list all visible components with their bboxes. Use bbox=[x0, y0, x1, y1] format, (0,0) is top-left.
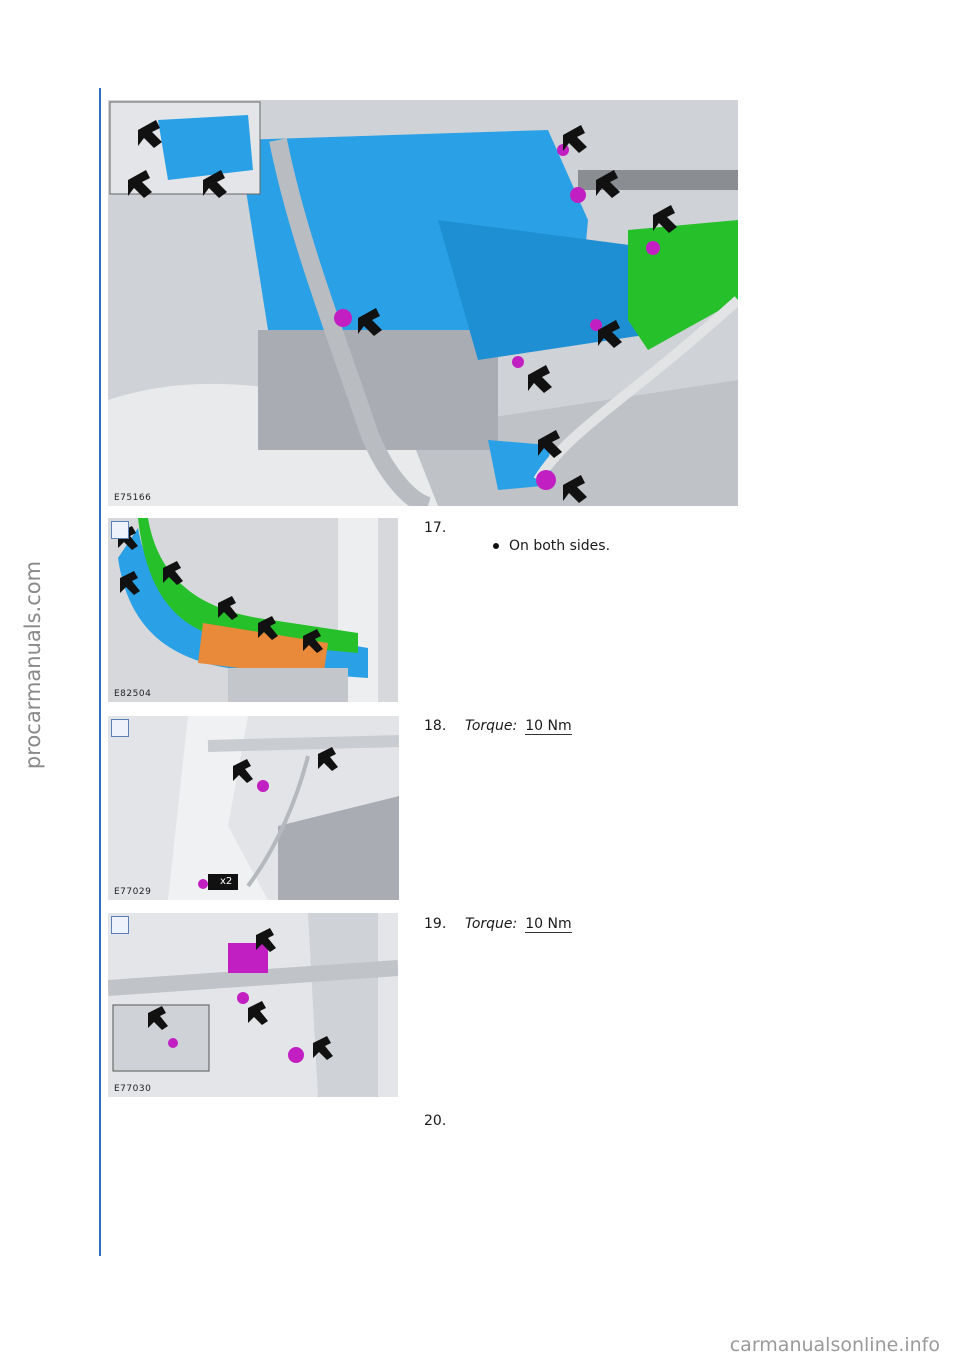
step-18-torque-label: Torque: bbox=[465, 718, 518, 734]
step-19-torque-value[interactable]: 10 Nm bbox=[525, 916, 572, 933]
zoom-icon[interactable] bbox=[111, 719, 129, 737]
bullet-icon bbox=[493, 543, 499, 549]
figure-step-19-illustration bbox=[108, 913, 398, 1097]
step-19-number: 19. bbox=[424, 916, 447, 932]
left-margin-rule bbox=[99, 88, 101, 1256]
figure-step-17-code: E82504 bbox=[114, 689, 152, 699]
callout-x2: x2 bbox=[220, 876, 233, 887]
figure-step-19: E77030 bbox=[108, 913, 398, 1097]
step-19-torque-label: Torque: bbox=[465, 916, 518, 932]
step-17-bullet-text: On both sides. bbox=[509, 538, 611, 554]
zoom-icon[interactable] bbox=[111, 521, 129, 539]
figure-main-code: E75166 bbox=[114, 493, 152, 503]
zoom-icon[interactable] bbox=[111, 916, 129, 934]
figure-main-illustration bbox=[108, 100, 738, 506]
footer-watermark: carmanualsonline.info bbox=[729, 1334, 940, 1356]
figure-step-17: E82504 bbox=[108, 518, 398, 702]
side-watermark: procarmanuals.com bbox=[18, 560, 48, 770]
side-watermark-text: procarmanuals.com bbox=[21, 560, 45, 770]
figure-step-18-code: E77029 bbox=[114, 887, 152, 897]
figure-step-17-illustration bbox=[108, 518, 398, 702]
figure-main: E75166 bbox=[108, 100, 738, 506]
step-18-number: 18. bbox=[424, 718, 447, 734]
step-18-torque: Torque: 10 Nm bbox=[465, 718, 572, 735]
step-17-bullet: On both sides. bbox=[493, 538, 610, 554]
step-20-number: 20. bbox=[424, 1113, 447, 1129]
step-19-torque: Torque: 10 Nm bbox=[465, 916, 572, 933]
step-18-torque-value[interactable]: 10 Nm bbox=[525, 718, 572, 735]
step-17-number: 17. bbox=[424, 520, 447, 536]
figure-step-18-illustration bbox=[108, 716, 399, 900]
figure-step-18: x2 E77029 bbox=[108, 716, 399, 900]
figure-step-19-code: E77030 bbox=[114, 1084, 152, 1094]
